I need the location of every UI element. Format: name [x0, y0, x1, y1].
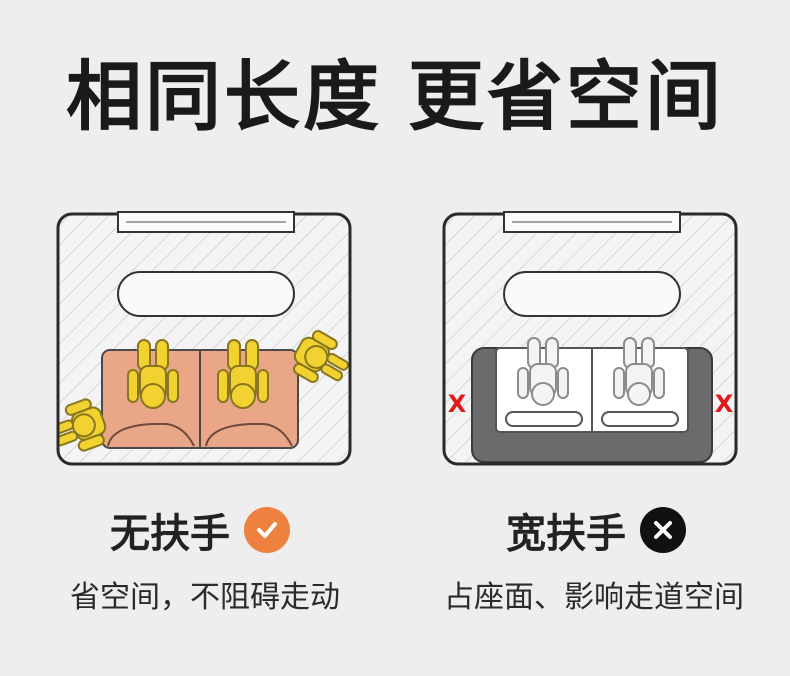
person-icon	[217, 339, 269, 409]
coffee-table	[117, 271, 295, 317]
walking-person-icon	[292, 330, 350, 383]
headline-part-2: 更省空间	[408, 52, 724, 141]
person-icon	[517, 337, 569, 406]
wide-arm-label: 宽扶手	[506, 500, 686, 560]
check-circle-icon	[244, 507, 290, 553]
headline: 相同长度更省空间	[0, 52, 790, 142]
blocked-mark-left: X	[448, 390, 467, 418]
armless-title: 无扶手	[110, 511, 230, 557]
cross-circle-icon	[640, 507, 686, 553]
armless-sofa-room-illustration	[56, 211, 352, 466]
headline-part-1: 相同长度	[66, 52, 382, 141]
armless-label: 无扶手	[110, 500, 290, 560]
person-icon	[613, 337, 665, 406]
blocked-mark-right: X	[715, 390, 734, 418]
person-icon	[127, 339, 179, 409]
wide-arm-caption: 占座面、影响走道空间	[444, 580, 744, 615]
wide-arm-title: 宽扶手	[506, 511, 626, 557]
armless-caption: 省空间，不阻碍走动	[70, 580, 340, 615]
wide-arm-sofa-room-illustration: X X	[442, 211, 738, 466]
coffee-table	[503, 271, 681, 317]
walking-person-icon	[58, 398, 107, 452]
